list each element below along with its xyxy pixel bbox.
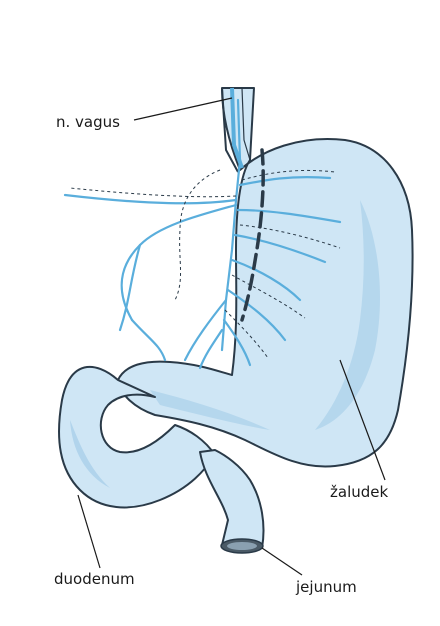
jejunum-tube <box>200 450 264 548</box>
nerve-left-hepatic <box>122 205 236 320</box>
nerve-pyloric <box>132 320 165 360</box>
jejunum-lumen <box>227 542 257 550</box>
dotted-left <box>70 188 236 197</box>
label-duodenum: duodenum <box>54 570 135 588</box>
label-jejunum: jejunum <box>295 578 357 596</box>
leader-duodenum <box>78 495 100 568</box>
leader-vagus <box>134 98 232 120</box>
nerve-branch-7 <box>185 300 226 360</box>
label-stomach: žaludek <box>330 483 388 501</box>
leader-jejunum <box>262 548 302 575</box>
label-vagus: n. vagus <box>56 113 120 131</box>
nerve-branch-8 <box>200 330 222 368</box>
stomach-illustration <box>118 88 413 467</box>
jejunum-illustration <box>200 450 264 553</box>
dotted-arc <box>175 170 220 300</box>
